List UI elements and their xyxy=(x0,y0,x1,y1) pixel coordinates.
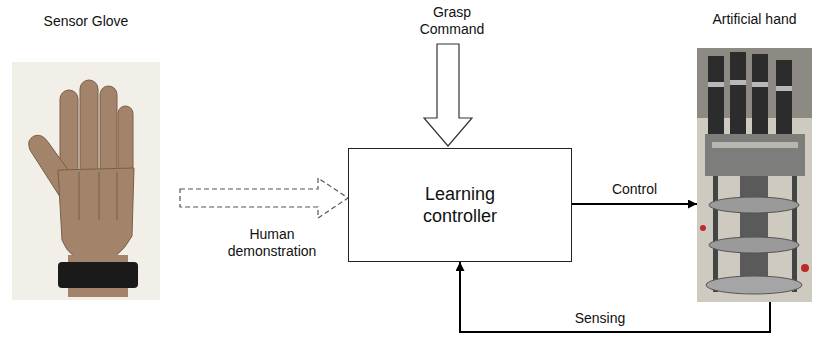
free-label: Grasp Command xyxy=(405,4,499,38)
sensor-glove-photo xyxy=(12,62,160,300)
edge-label: Sensing xyxy=(573,310,628,327)
grasp-command-arrow xyxy=(424,44,472,146)
glove-photo-node: Sensor Glove xyxy=(12,62,180,300)
picture-heading: Artificial hand xyxy=(697,11,812,28)
picture-heading: Sensor Glove xyxy=(12,13,160,30)
box-label: Learning controller xyxy=(400,183,520,227)
dashed-block-arrow xyxy=(180,178,348,218)
robot-hand-photo-node: Artificial hand xyxy=(697,48,812,302)
edge-label: Control xyxy=(610,181,659,198)
artificial-hand-photo xyxy=(697,48,812,302)
edge-label: Human demonstration xyxy=(215,226,329,260)
process-box: Learning controller xyxy=(348,148,572,262)
connector-arrow xyxy=(572,203,697,205)
